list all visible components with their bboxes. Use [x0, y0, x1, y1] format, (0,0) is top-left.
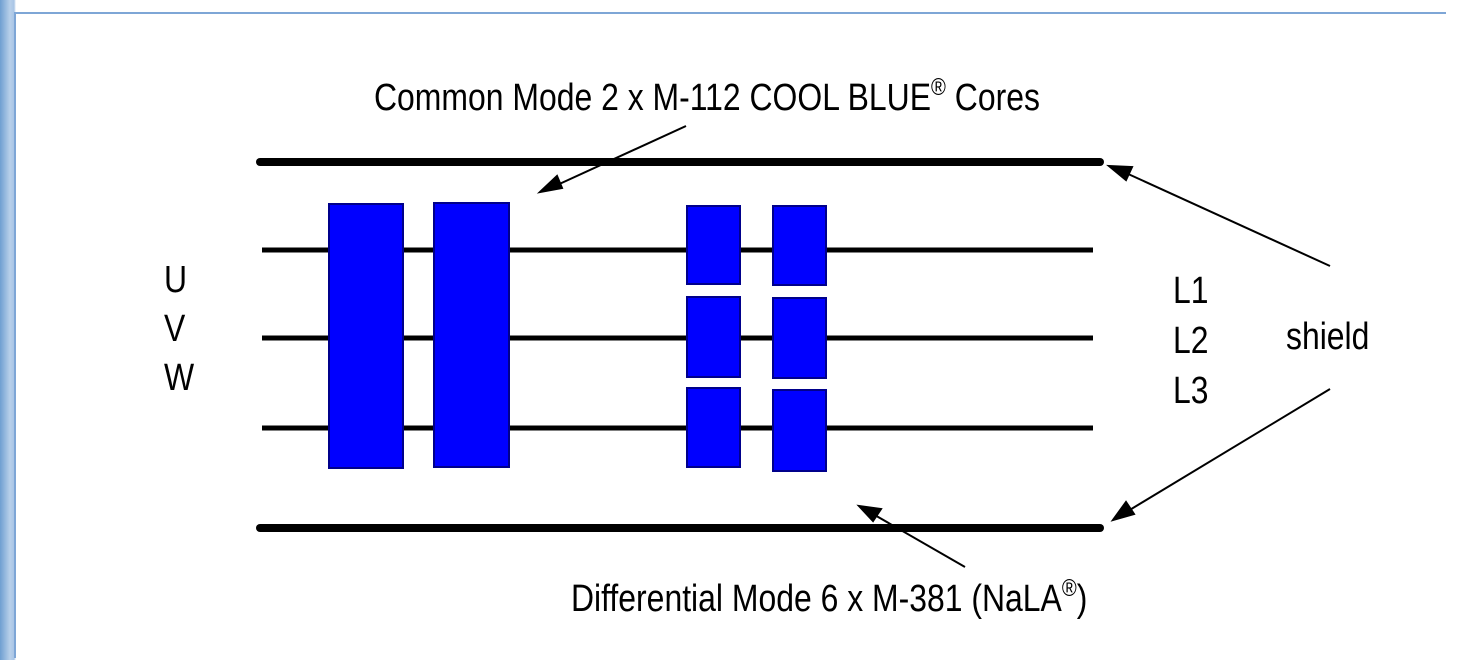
- differential-core-l1-a: [686, 205, 741, 285]
- common-mode-core-2: [433, 202, 510, 468]
- differential-core-l2-b: [772, 297, 827, 379]
- differential-core-l2-a: [686, 296, 741, 378]
- input-phase-u: U: [164, 259, 188, 301]
- differential-mode-label: Differential Mode 6 x M-381 (NaLA®): [571, 577, 1088, 620]
- differential-mode-arrowhead: [856, 504, 883, 523]
- common-mode-label-suffix: Cores: [945, 77, 1040, 119]
- shield-top-arrowhead: [1106, 164, 1134, 182]
- output-phase-l1: L1: [1173, 270, 1209, 312]
- output-phase-l3: L3: [1173, 370, 1209, 412]
- differential-mode-label-suffix: ): [1076, 578, 1088, 620]
- common-mode-label: Common Mode 2 x M-112 COOL BLUE® Cores: [374, 76, 1040, 119]
- input-phase-w: W: [164, 357, 195, 399]
- common-mode-arrowhead: [536, 174, 564, 194]
- output-phase-labels: L1 L2 L3: [1173, 270, 1209, 413]
- shield-top-arrow: [1125, 172, 1331, 267]
- shield-label: shield: [1286, 316, 1370, 358]
- shield-bottom-arrow: [1127, 388, 1331, 512]
- common-mode-label-prefix: Common Mode 2 x M-112 COOL BLUE: [374, 77, 932, 119]
- differential-mode-registered-mark: ®: [1061, 575, 1077, 603]
- differential-core-l3-b: [772, 389, 827, 472]
- differential-mode-label-prefix: Differential Mode 6 x M-381 (NaLA: [571, 578, 1062, 620]
- differential-mode-arrow: [872, 513, 966, 568]
- input-phase-v: V: [164, 308, 186, 350]
- common-mode-core-1: [328, 203, 404, 469]
- output-phase-l2: L2: [1173, 320, 1209, 362]
- callout-arrows: [536, 125, 1331, 568]
- shield-bottom-arrowhead: [1110, 500, 1136, 522]
- input-phase-labels: U V W: [164, 259, 194, 400]
- common-mode-arrow: [554, 125, 687, 187]
- differential-core-l3-a: [686, 387, 741, 468]
- differential-core-l1-b: [772, 205, 827, 286]
- common-mode-registered-mark: ®: [931, 74, 946, 102]
